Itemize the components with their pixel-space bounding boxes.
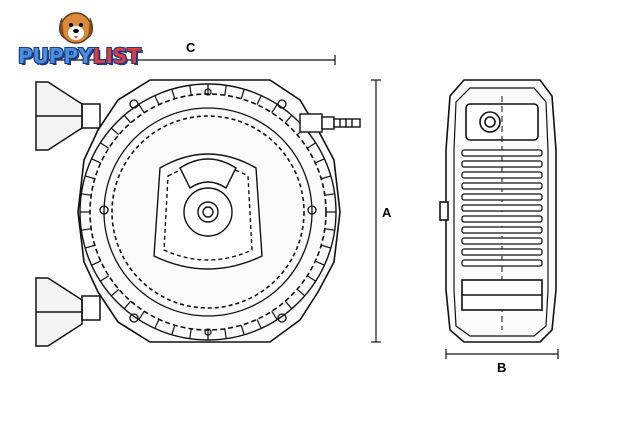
housing-rib — [224, 328, 227, 339]
housing-rib — [110, 127, 120, 136]
mounting-bracket-top — [35, 81, 101, 151]
housing-rib — [324, 193, 335, 196]
grille-bar — [461, 226, 543, 234]
housing-rib — [154, 95, 160, 105]
dimension-c-label: C — [186, 40, 196, 55]
housing-rib — [123, 300, 132, 310]
housing-rib — [85, 244, 95, 249]
hub-plate — [153, 153, 263, 270]
grille-bar — [461, 215, 543, 223]
housing-rib — [110, 288, 120, 297]
inlet-fitting — [299, 113, 361, 133]
housing-rib — [321, 175, 331, 180]
housing-rib — [224, 85, 227, 96]
housing-rib — [306, 142, 317, 149]
housing-rib — [85, 175, 95, 180]
housing-rib — [171, 89, 176, 99]
housing-rib — [123, 114, 132, 124]
housing-rib — [240, 89, 245, 99]
mounting-bracket-bottom — [35, 277, 101, 347]
grille-bar — [461, 171, 543, 179]
housing-ribs — [80, 84, 336, 340]
housing-rib — [256, 95, 262, 105]
housing-rib — [138, 103, 145, 114]
dimension-a-label: A — [382, 205, 392, 220]
housing-rib — [306, 275, 317, 282]
housing-rib — [296, 288, 306, 297]
grille-bar — [461, 237, 543, 245]
housing-rib — [189, 85, 192, 96]
housing-rib — [271, 310, 278, 321]
grille-bar — [461, 248, 543, 256]
bolt-holes — [99, 88, 317, 336]
housing-rib — [284, 114, 293, 124]
grille-bar — [461, 204, 543, 212]
housing-rib — [81, 228, 92, 231]
housing-rib — [240, 325, 245, 335]
housing-rib — [271, 103, 278, 114]
housing-rib — [99, 275, 110, 282]
housing-rib — [284, 300, 293, 310]
housing-rib — [91, 158, 101, 164]
grille-bar — [461, 259, 543, 267]
front-grille — [461, 149, 543, 267]
grille-bar — [461, 149, 543, 157]
housing-rib — [324, 228, 335, 231]
housing-rib — [315, 158, 325, 164]
grille-bar — [461, 160, 543, 168]
housing-rib — [91, 260, 101, 266]
dog-icon — [58, 12, 94, 44]
housing-rib — [189, 328, 192, 339]
housing-rib — [154, 319, 160, 329]
grille-bar — [461, 182, 543, 190]
logo-wordmark: PUPPYLIST — [18, 44, 141, 68]
housing-rib — [321, 244, 331, 249]
housing-rib — [99, 142, 110, 149]
puppylist-logo: PUPPYLIST — [8, 8, 141, 68]
housing-rib — [81, 193, 92, 196]
housing-rib — [315, 260, 325, 266]
housing-rib — [256, 319, 262, 329]
housing-rib — [171, 325, 176, 335]
housing-rib — [138, 310, 145, 321]
grille-bar — [461, 193, 543, 201]
dimension-b-label: B — [497, 360, 507, 375]
